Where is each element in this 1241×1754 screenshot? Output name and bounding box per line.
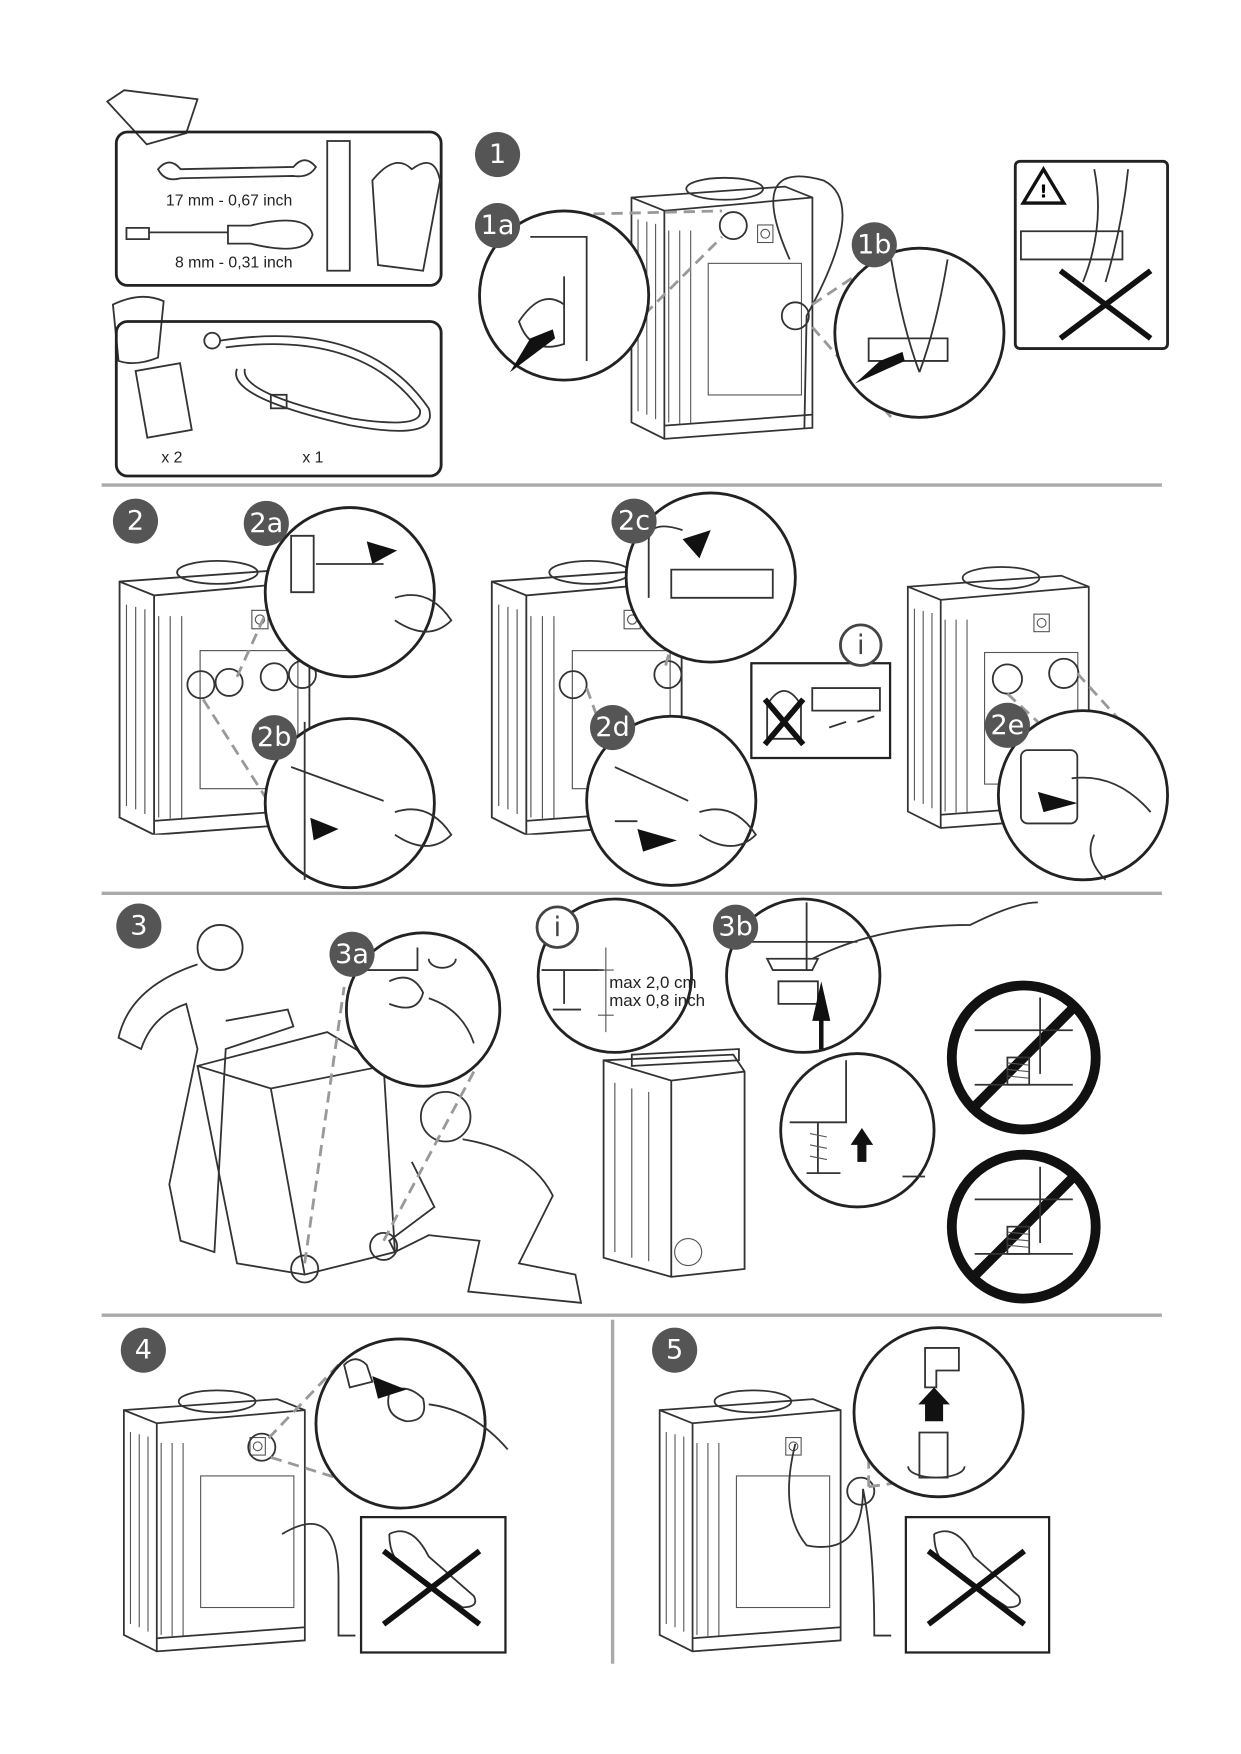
no-pliers-panel xyxy=(904,1515,1051,1654)
step-4-number: 4 xyxy=(135,1335,152,1366)
detail-3b xyxy=(725,897,882,1054)
prohibited-sign xyxy=(952,1155,1096,1299)
step-2b-label: 2b xyxy=(257,722,291,753)
info-icon: i xyxy=(857,630,865,661)
step-4: 4 xyxy=(120,1327,509,1654)
accessories-section: x 2 x 1 xyxy=(111,295,443,478)
socket-wrench-icon xyxy=(125,219,314,250)
tilted-machine xyxy=(196,1031,396,1276)
bag-icon xyxy=(111,295,165,365)
step-2: 2 2a 2b 2c 2d i xyxy=(112,491,1169,890)
warning-icon xyxy=(1020,165,1067,205)
wrench-icon xyxy=(156,159,318,181)
step-1: 1 1a 1b ! xyxy=(474,131,1169,440)
step-3: 3 3a max 2,0 cm max 0,8 inch i xyxy=(116,897,1096,1304)
detail-2b xyxy=(263,717,436,890)
step-3-number: 3 xyxy=(130,911,147,942)
detail-2c xyxy=(624,491,797,664)
info-icon: i xyxy=(554,912,562,943)
step-5: 5 xyxy=(652,1326,1051,1654)
max-height-cm: max 2,0 cm xyxy=(609,973,696,992)
warning-symbol: ! xyxy=(1039,181,1047,202)
cover-cap-icon xyxy=(134,362,193,439)
step-5-number: 5 xyxy=(666,1335,683,1366)
leveling-correct-detail xyxy=(779,1052,936,1209)
detail-3a xyxy=(344,931,502,1088)
detail-2e xyxy=(996,709,1169,882)
detail-1b xyxy=(833,246,1006,419)
inlet-hose-icon xyxy=(203,331,431,432)
inlet-hose xyxy=(788,1443,892,1637)
drain-hose xyxy=(772,175,844,429)
max-height-inch: max 0,8 inch xyxy=(609,991,705,1010)
spirit-level-icon xyxy=(326,140,351,272)
step-2e-label: 2e xyxy=(990,710,1024,741)
step-1b-label: 1b xyxy=(857,229,891,260)
step-3b-label: 3b xyxy=(718,912,752,943)
tools-section: 17 mm - 0,67 inch 8 mm - 0,31 inch xyxy=(105,89,443,287)
step-1-badge xyxy=(474,131,521,178)
prohibited-x-icon xyxy=(1058,268,1153,341)
hose-quantity: x 1 xyxy=(302,449,323,466)
step-2a-label: 2a xyxy=(249,508,283,539)
person-kneeling-illustration xyxy=(388,1090,583,1304)
cover-quantity: x 2 xyxy=(161,449,182,466)
leveled-machine xyxy=(602,1048,746,1278)
step-2-number: 2 xyxy=(127,506,144,537)
toolbox-icon xyxy=(105,89,199,146)
detail-4 xyxy=(314,1337,487,1510)
person-standing-illustration xyxy=(117,924,295,1254)
step-2c-label: 2c xyxy=(618,506,650,537)
step-1-number: 1 xyxy=(489,139,506,170)
step-3a-label: 3a xyxy=(335,939,369,970)
step-2d-label: 2d xyxy=(595,712,629,743)
inlet-hose xyxy=(281,1523,356,1637)
wrench-size-label: 17 mm - 0,67 inch xyxy=(166,192,292,209)
socket-size-label: 8 mm - 0,31 inch xyxy=(175,254,293,271)
prohibited-sign xyxy=(952,986,1096,1130)
step-1a-label: 1a xyxy=(481,210,515,241)
gloves-icon xyxy=(371,161,441,272)
